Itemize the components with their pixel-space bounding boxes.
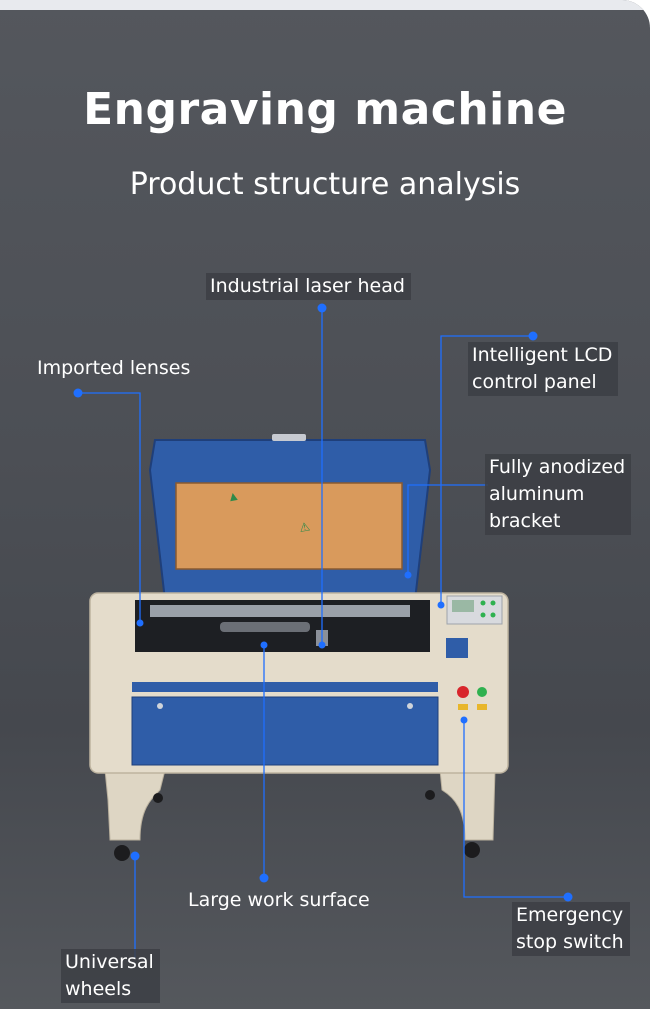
lid-handle bbox=[272, 434, 306, 441]
gantry-rail bbox=[150, 605, 410, 617]
lid-window bbox=[175, 482, 403, 570]
label-lcd-control-panel: Intelligent LCD control panel bbox=[468, 342, 619, 396]
label-aluminum-bracket: Fully anodized aluminum bracket bbox=[485, 454, 632, 535]
right-leg bbox=[439, 769, 496, 841]
label-universal-wheels: Universal wheels bbox=[61, 949, 160, 1003]
wheel-left bbox=[114, 845, 130, 861]
label-emergency-stop: Emergency stop switch bbox=[512, 902, 630, 956]
brand-logo bbox=[446, 638, 468, 658]
wheel-mid-left bbox=[153, 793, 163, 803]
label-laser-head: Industrial laser head bbox=[206, 273, 411, 300]
laser-tube bbox=[220, 622, 310, 632]
emergency-stop-button bbox=[457, 686, 469, 698]
svg-text:▲: ▲ bbox=[229, 491, 239, 503]
front-panel bbox=[131, 696, 439, 766]
front-blue-stripe bbox=[132, 682, 438, 692]
label-work-surface: Large work surface bbox=[188, 889, 370, 911]
callout-lines bbox=[78, 308, 568, 958]
page-title: Engraving machine bbox=[83, 84, 567, 135]
callout-dots bbox=[73, 303, 573, 902]
label-imported-lenses: Imported lenses bbox=[37, 357, 191, 379]
left-leg bbox=[104, 769, 166, 841]
power-button bbox=[477, 687, 487, 697]
wheel-mid-right bbox=[425, 790, 435, 800]
wheel-right bbox=[464, 842, 480, 858]
page-subtitle: Product structure analysis bbox=[129, 167, 521, 202]
top-strip bbox=[0, 0, 650, 10]
svg-text:⚠: ⚠ bbox=[298, 519, 311, 535]
